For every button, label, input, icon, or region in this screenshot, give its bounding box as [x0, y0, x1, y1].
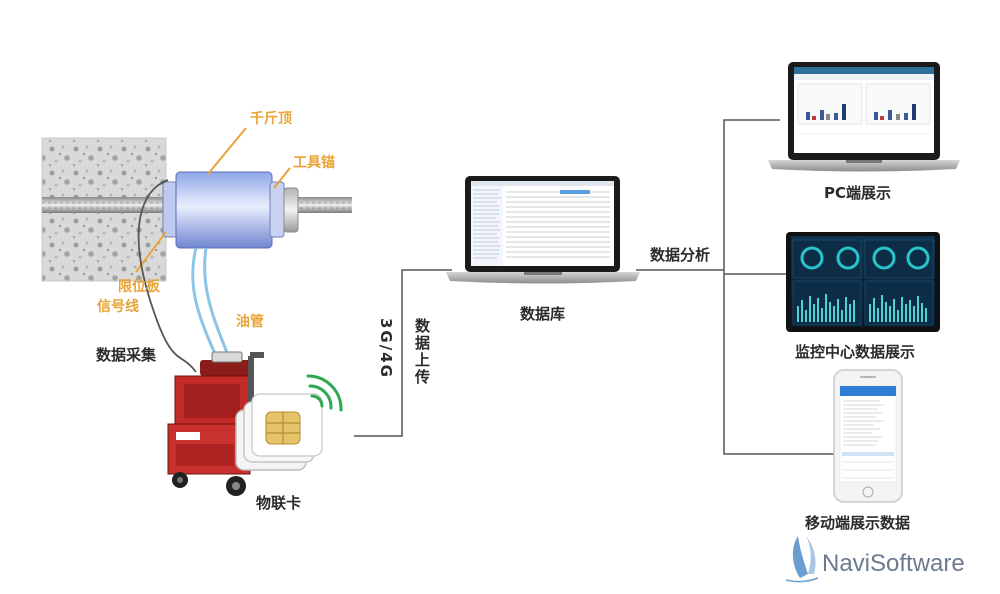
oil-pipe-label: 油管	[236, 314, 264, 330]
wireless-signal-icon	[306, 374, 343, 412]
monitor-dashboard	[786, 232, 940, 332]
signal-line-label: 信号线	[97, 299, 139, 315]
database-laptop	[446, 176, 640, 284]
flow-connectors	[354, 119, 840, 455]
jack-cylinder	[162, 171, 285, 249]
signal-line	[137, 179, 197, 373]
tool-anchor	[283, 187, 299, 233]
mobile-phone	[833, 369, 903, 503]
monitor-display-label: 监控中心数据展示	[795, 343, 916, 361]
database-label: 数据库	[520, 305, 566, 323]
pc-laptop	[768, 62, 960, 172]
sailboat-logo-icon	[785, 536, 819, 583]
iot-card-label: 物联卡	[256, 494, 302, 512]
anchor-label: 工具锚	[293, 155, 335, 171]
pc-display-label: PC端展示	[824, 184, 892, 202]
jack-label: 千斤顶	[250, 111, 292, 127]
data-collection-label: 数据采集	[96, 346, 157, 364]
analysis-label: 数据分析	[650, 246, 711, 264]
pump-machine	[167, 351, 264, 496]
mobile-display-label: 移动端展示数据	[805, 514, 911, 532]
sim-card-icon	[235, 393, 323, 471]
network-label: 3G/4G	[377, 318, 395, 379]
limit-plate-label: 限位板	[118, 279, 160, 295]
brand-name: NaviSoftware	[822, 550, 965, 577]
upload-label: 数据上传	[413, 318, 431, 386]
